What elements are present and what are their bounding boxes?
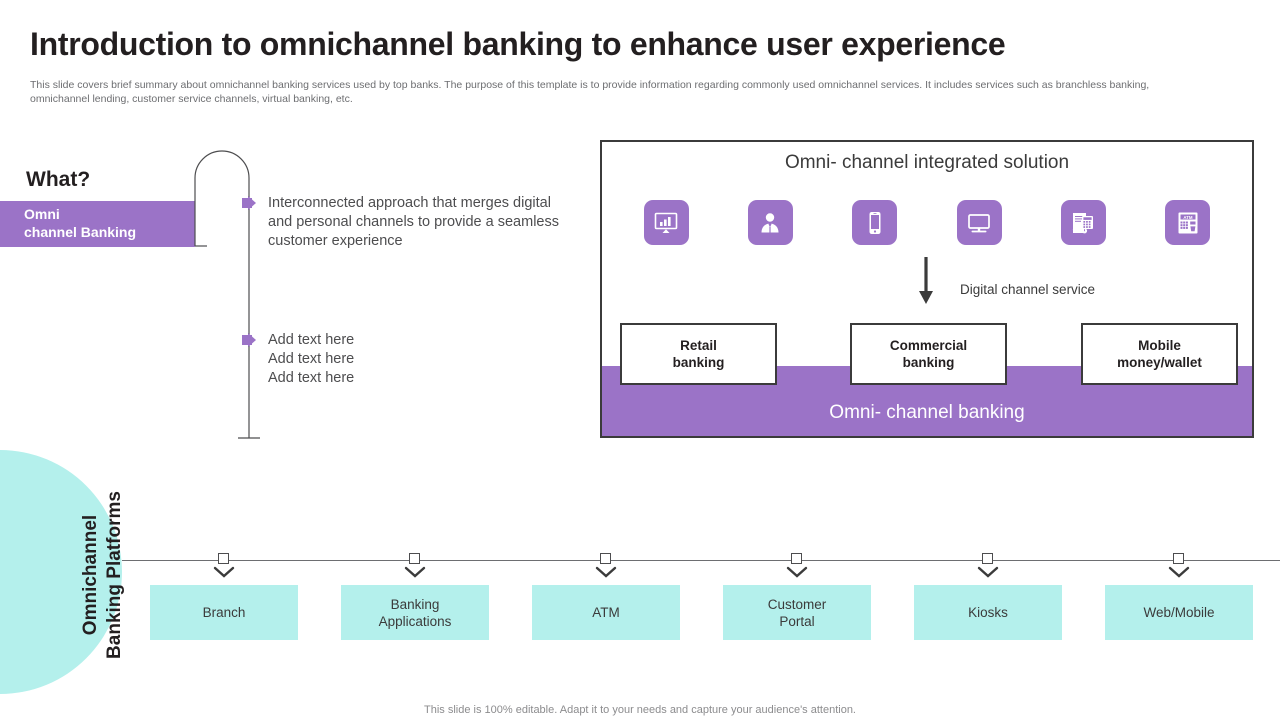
chevron-down-icon [977,566,999,584]
omnichannel-platforms-label: Omnichannel Banking Platforms [8,480,198,670]
bullet-marker-1 [242,196,256,210]
platform-box-line1: ATM [592,605,620,620]
service-box-retail-banking[interactable]: Retail banking [620,323,777,385]
bullet-arrow-icon [248,333,256,347]
timeline-node [409,553,421,565]
monitor-chart-icon[interactable] [643,200,689,245]
timeline-node-square-icon [218,553,229,564]
bullet-text-1: Interconnected approach that merges digi… [268,195,559,249]
digital-channel-service-label: Digital channel service [960,282,1096,297]
chevron-down-icon [595,566,617,584]
omni-band-line1: Omni [24,206,60,222]
omni-channel-banking-band-label: Omni- channel banking [829,402,1025,423]
bullet-marker-2 [242,333,256,347]
chevron-down-icon [786,566,808,584]
omnichannel-solution-panel: Omni- channel integrated solution [600,140,1254,438]
desktop-computer-icon[interactable] [956,200,1002,245]
service-box-line2: money/wallet [1117,355,1202,370]
chevron-down-icon [213,566,235,584]
timeline-node [1173,553,1185,565]
service-box-line1: Mobile [1138,338,1181,353]
platforms-timeline [122,560,1280,561]
platform-box-line1: Web/Mobile [1143,605,1215,620]
platform-box-line1: Banking [390,596,440,612]
panel-title: Omni- channel integrated solution [784,152,1070,173]
service-box-line2: banking [902,355,955,370]
platform-box-web-mobile[interactable]: Web/Mobile [1105,585,1253,640]
chevron-down-icon [404,566,426,584]
service-box-commercial-banking[interactable]: Commercial banking [850,323,1007,385]
service-box-line1: Retail [680,338,717,353]
smartphone-icon[interactable] [852,200,898,245]
timeline-node [600,553,612,565]
what-heading: What? [26,168,91,191]
circle-label-line1: Omnichannel [80,514,101,636]
platform-box-atm[interactable]: ATM [532,585,680,640]
agent-person-icon[interactable] [747,200,793,245]
page-title: Introduction to omnichannel banking to e… [30,26,1006,62]
service-box-line1: Commercial [889,338,968,353]
channel-icon-row: ATM [602,200,1252,245]
omni-channel-banking-band: Omni channel Banking [0,201,195,247]
atm-machine-icon[interactable]: ATM [1165,200,1211,245]
platform-box-line1: Kiosks [968,605,1008,620]
platform-box-branch[interactable]: Branch [150,585,298,640]
platform-box-line1: Branch [202,605,246,620]
page-subtitle: This slide covers brief summary about om… [30,79,1150,105]
bullet-square-icon [242,198,252,208]
down-arrow-icon [918,257,934,310]
timeline-node [982,553,994,565]
connector-line [185,138,275,448]
document-calculator-icon[interactable] [1060,200,1106,245]
timeline-node [791,553,803,565]
bullet-arrow-icon [248,196,256,210]
chevron-down-icon [1168,566,1190,584]
platform-box-kiosks[interactable]: Kiosks [914,585,1062,640]
bullet-text-2: Add text here Add text here Add text her… [268,332,355,386]
timeline-node-square-icon [409,553,420,564]
timeline-node-square-icon [1173,553,1184,564]
service-box-line2: banking [672,355,725,370]
service-box-mobile-money-wallet[interactable]: Mobile money/wallet [1081,323,1238,385]
platform-box-line1: Customer [767,596,827,612]
timeline-node-square-icon [982,553,993,564]
timeline-node-square-icon [600,553,611,564]
timeline-node-square-icon [791,553,802,564]
svg-text:ATM: ATM [1183,214,1193,219]
platform-box-banking-applications[interactable]: Banking Applications [341,585,489,640]
footer-note: This slide is 100% editable. Adapt it to… [424,704,856,716]
omni-band-line2: channel Banking [24,224,137,240]
platform-box-line2: Applications [378,613,452,629]
platform-box-customer-portal[interactable]: Customer Portal [723,585,871,640]
circle-label-line2: Banking Platforms [104,491,125,659]
platform-box-line2: Portal [779,613,815,629]
timeline-node [218,553,230,565]
bullet-square-icon [242,335,252,345]
